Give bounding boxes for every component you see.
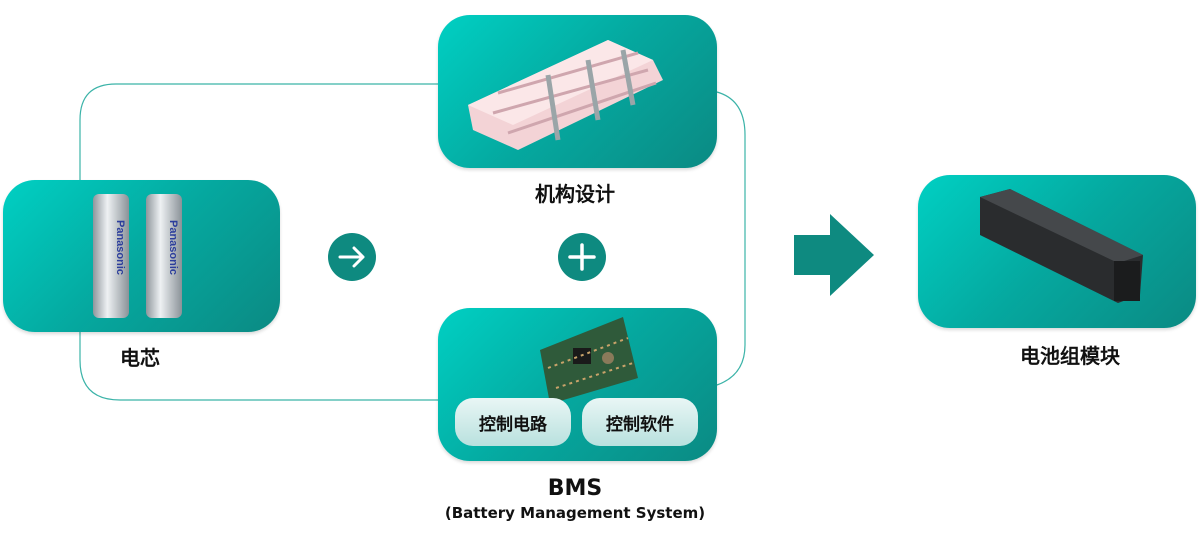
arrow-right-icon <box>328 233 376 281</box>
battery-cells-image: Panasonic Panasonic <box>93 194 182 318</box>
battery-pack-structure-image <box>468 40 663 150</box>
mechanical-design-label: 机构设计 <box>535 182 615 206</box>
control-circuit-pill: 控制电路 <box>455 398 571 446</box>
svg-text:Panasonic: Panasonic <box>167 220 179 275</box>
big-arrow-icon <box>794 214 874 296</box>
control-software-pill: 控制软件 <box>582 398 698 446</box>
mechanical-design-box <box>438 15 717 168</box>
cells-label: 电芯 <box>120 346 160 370</box>
battery-module-image <box>980 189 1143 303</box>
circuit-board-image <box>540 317 638 404</box>
bms-title: BMS <box>547 476 603 501</box>
plus-icon <box>558 233 606 281</box>
battery-module-label: 电池组模块 <box>1020 344 1120 368</box>
cells-box: Panasonic Panasonic <box>3 180 280 332</box>
svg-text:Panasonic: Panasonic <box>114 220 126 275</box>
bms-box: 控制电路 控制软件 <box>438 308 717 461</box>
bms-subtitle: (Battery Management System) <box>444 504 706 522</box>
battery-module-box <box>918 175 1196 328</box>
